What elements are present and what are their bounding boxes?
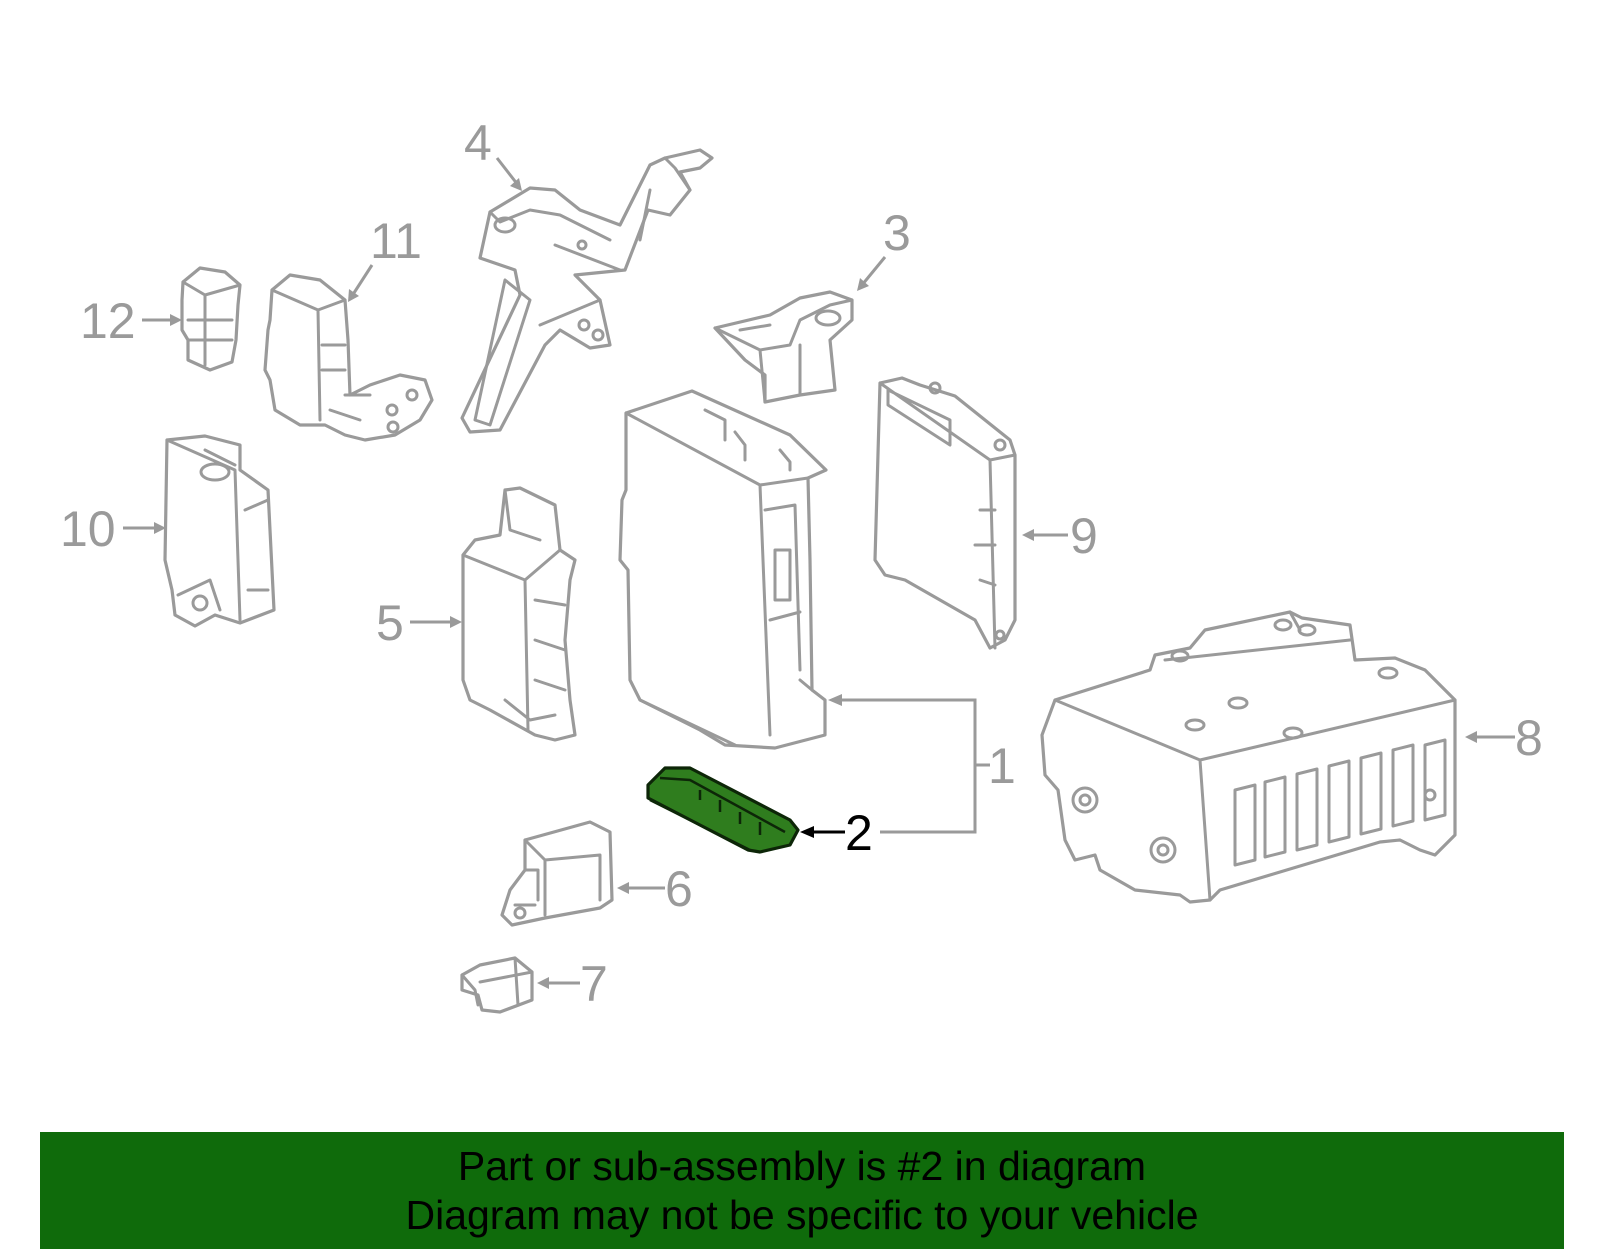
callout-3: 3 xyxy=(883,205,911,261)
part-5-connector[interactable] xyxy=(461,486,577,742)
part-11-bracket[interactable] xyxy=(263,273,434,442)
callout-2: 2 xyxy=(845,805,873,861)
part-10-connector[interactable] xyxy=(163,434,276,628)
part-4-bracket[interactable] xyxy=(460,148,714,434)
part-7-connector[interactable] xyxy=(460,956,534,1014)
callout-7: 7 xyxy=(580,956,608,1012)
part-12-relay[interactable] xyxy=(180,266,242,372)
callout-11: 11 xyxy=(370,213,422,269)
callout-1: 1 xyxy=(988,738,1016,794)
callout-6: 6 xyxy=(665,861,693,917)
callout-12: 12 xyxy=(80,293,136,349)
leader-lines xyxy=(123,157,1515,989)
part-3-bracket[interactable] xyxy=(713,290,854,404)
info-banner: Part or sub-assembly is #2 in diagram Di… xyxy=(40,1132,1564,1249)
part-1-module[interactable] xyxy=(618,389,828,750)
part-2-cover-highlighted[interactable] xyxy=(646,766,800,854)
callout-9: 9 xyxy=(1070,508,1098,564)
banner-line-2: Diagram may not be specific to your vehi… xyxy=(405,1192,1199,1238)
callout-8: 8 xyxy=(1515,710,1543,766)
part-9-ecu[interactable] xyxy=(873,376,1017,650)
callout-5: 5 xyxy=(376,595,404,651)
callout-10: 10 xyxy=(60,501,116,557)
callout-4: 4 xyxy=(464,115,492,171)
banner-line-1: Part or sub-assembly is #2 in diagram xyxy=(457,1143,1147,1189)
part-6-sensor[interactable] xyxy=(500,820,614,927)
part-8-junction-block[interactable] xyxy=(1040,610,1457,904)
